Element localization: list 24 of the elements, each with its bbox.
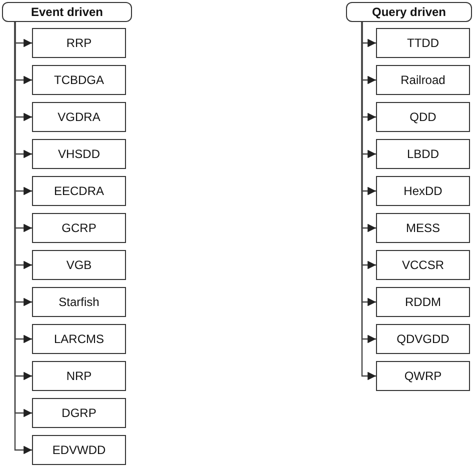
- protocol-box: LARCMS: [32, 324, 126, 354]
- protocol-box: VGB: [32, 250, 126, 280]
- protocol-box: TTDD: [376, 28, 470, 58]
- protocol-box: DGRP: [32, 398, 126, 428]
- protocol-box: EDVWDD: [32, 435, 126, 465]
- protocol-box: Starfish: [32, 287, 126, 317]
- category-box: Event driven: [2, 2, 132, 22]
- protocol-box: QDVGDD: [376, 324, 470, 354]
- protocol-box: VCCSR: [376, 250, 470, 280]
- protocol-box: NRP: [32, 361, 126, 391]
- protocol-box: RDDM: [376, 287, 470, 317]
- protocol-box: EECDRA: [32, 176, 126, 206]
- protocol-box: TCBDGA: [32, 65, 126, 95]
- protocol-box: HexDD: [376, 176, 470, 206]
- protocol-box: VGDRA: [32, 102, 126, 132]
- category-box: Query driven: [346, 2, 472, 22]
- protocol-box: RRP: [32, 28, 126, 58]
- protocol-box: GCRP: [32, 213, 126, 243]
- protocol-box: Railroad: [376, 65, 470, 95]
- protocol-box: QDD: [376, 102, 470, 132]
- protocol-box: LBDD: [376, 139, 470, 169]
- protocol-box: QWRP: [376, 361, 470, 391]
- protocol-box: VHSDD: [32, 139, 126, 169]
- protocol-box: MESS: [376, 213, 470, 243]
